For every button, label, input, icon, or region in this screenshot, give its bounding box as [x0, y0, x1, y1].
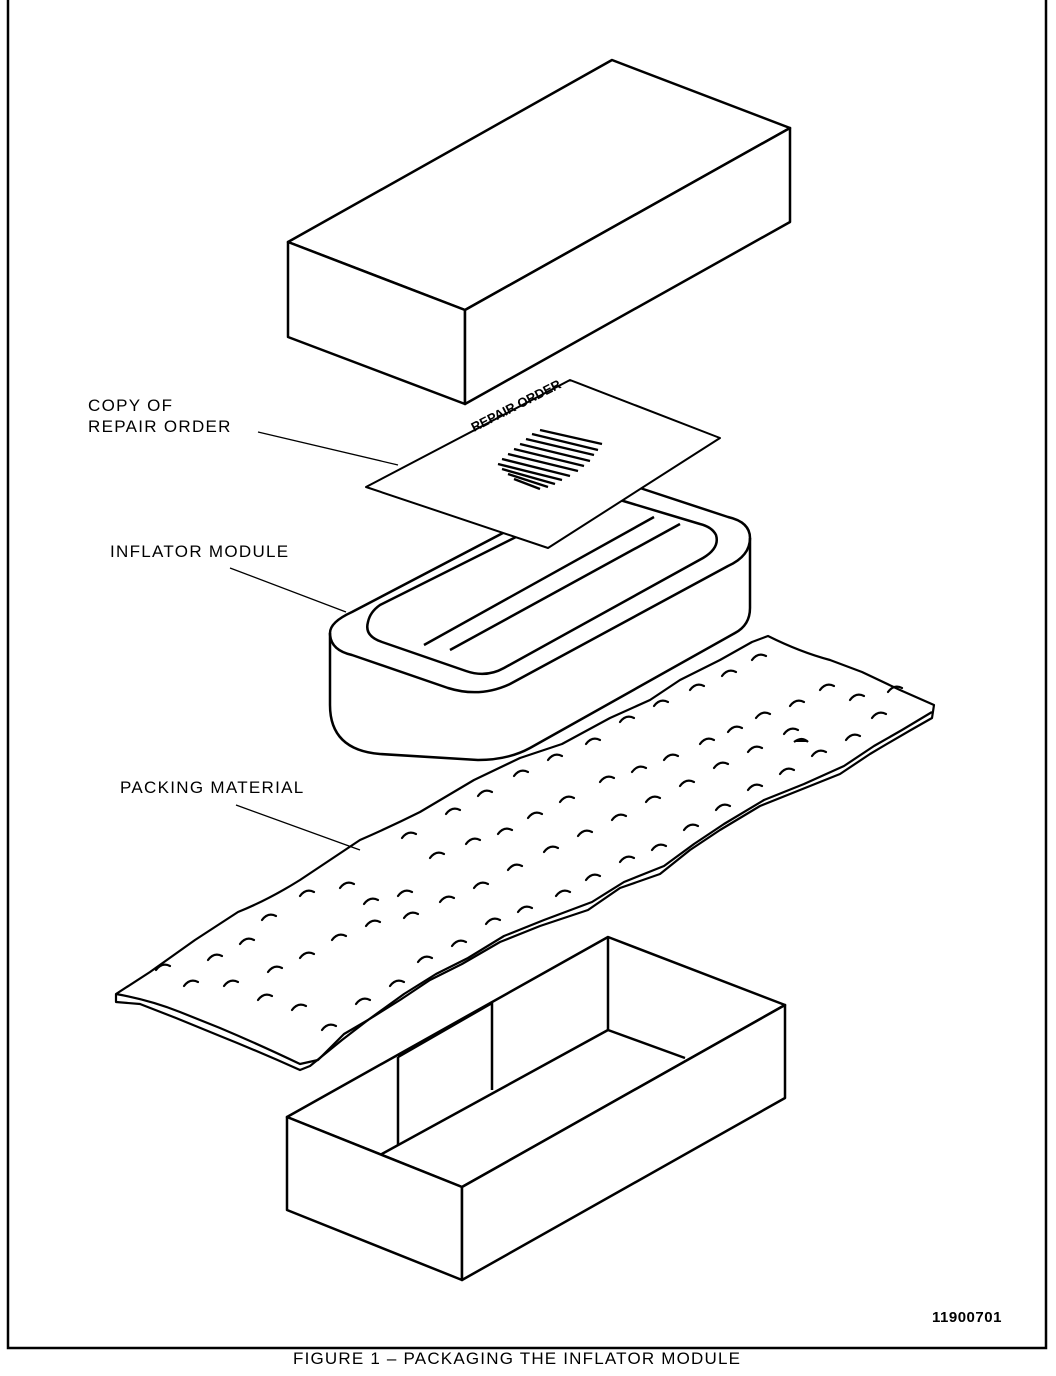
figure-number: 11900701: [932, 1309, 1002, 1326]
box-tray: [285, 935, 787, 1282]
leader-lines: [229, 431, 399, 851]
label-packing-material: PACKING MATERIAL: [120, 778, 305, 797]
leader-repair-order: [257, 431, 399, 466]
box-lid: [286, 58, 792, 406]
packing-material: [114, 634, 936, 1072]
label-inflator-module: INFLATOR MODULE: [110, 542, 290, 561]
label-repair-order: REPAIR ORDER: [88, 417, 232, 436]
figure-caption: FIGURE 1 – PACKAGING THE INFLATOR MODULE: [293, 1349, 742, 1368]
label-copy-of: COPY OF: [88, 396, 174, 415]
inflator-module: [328, 482, 752, 762]
leader-inflator-module: [229, 567, 347, 613]
figure-frame: [6, 0, 1048, 1350]
leader-packing-material: [235, 804, 361, 851]
barcode-lines: [497, 428, 603, 491]
packing-bubbles: [154, 653, 904, 1032]
